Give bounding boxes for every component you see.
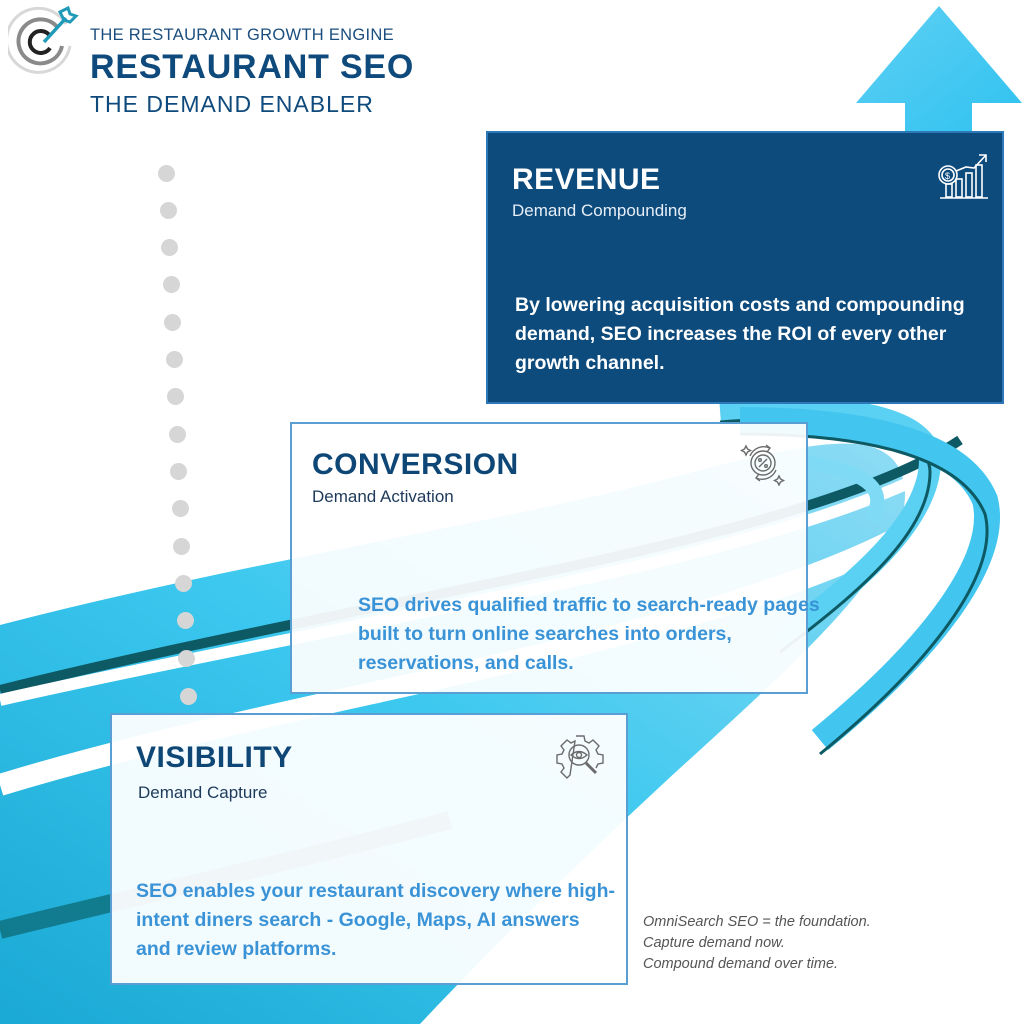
footer-line: Compound demand over time. <box>643 956 839 972</box>
stage-tag: Demand Capture <box>138 783 268 802</box>
up-arrow-icon <box>856 6 1022 134</box>
path-dot <box>177 612 194 629</box>
footer-note: OmniSearch SEO = the foundation. Capture… <box>643 912 871 975</box>
path-dot <box>167 388 184 405</box>
footer-line: OmniSearch SEO = the foundation. <box>643 914 871 930</box>
path-dot <box>166 351 183 368</box>
path-dot <box>170 463 187 480</box>
path-dot <box>169 426 186 443</box>
path-dot <box>180 688 197 705</box>
stage-description: SEO enables your restaurant discovery wh… <box>136 880 615 960</box>
target-arrow-icon <box>8 5 79 74</box>
page-title: RESTAURANT SEO <box>90 48 415 86</box>
path-dot <box>178 650 195 667</box>
stage-title: VISIBILITY <box>136 741 293 774</box>
stage-description: By lowering acquisition costs and compou… <box>515 294 965 374</box>
percent-cycle-icon <box>740 444 786 486</box>
path-dot <box>163 276 180 293</box>
footer-line: Capture demand now. <box>643 935 785 951</box>
svg-text:$: $ <box>945 171 950 181</box>
page-subtitle: THE DEMAND ENABLER <box>90 91 374 117</box>
header-kicker: THE RESTAURANT GROWTH ENGINE <box>90 26 394 44</box>
stage-title: REVENUE <box>512 163 661 196</box>
stage-tag: Demand Activation <box>312 487 454 506</box>
stage-card-conversion: CONVERSION Demand Activation SEO drives … <box>290 422 820 694</box>
path-dot <box>158 165 175 182</box>
stage-card-revenue: REVENUE Demand Compounding $ By lowering… <box>486 131 1004 404</box>
path-dot <box>173 538 190 555</box>
path-dot <box>172 500 189 517</box>
path-dot <box>175 575 192 592</box>
path-dot <box>160 202 177 219</box>
gear-eye-search-icon <box>556 735 604 779</box>
revenue-growth-chart-icon: $ <box>938 154 988 199</box>
stage-card-visibility: VISIBILITY Demand Capture SEO enables yo… <box>110 713 628 985</box>
stage-description: SEO drives qualified traffic to search-r… <box>358 594 820 674</box>
path-dot <box>161 239 178 256</box>
stage-title: CONVERSION <box>312 448 519 481</box>
stage-tag: Demand Compounding <box>512 201 687 220</box>
path-dot <box>164 314 181 331</box>
